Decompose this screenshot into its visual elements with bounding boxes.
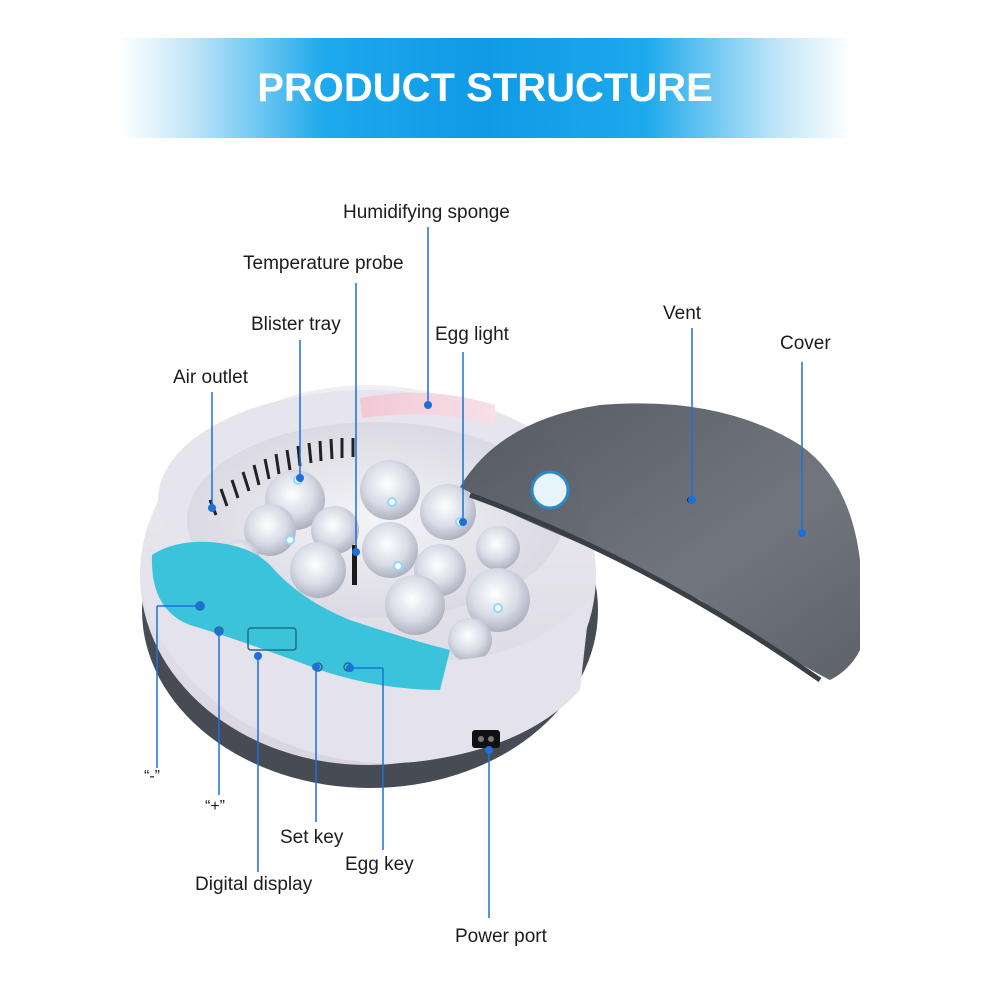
leader-lines (156, 227, 806, 918)
label-minus-key: “-” (144, 768, 160, 785)
cover-logo-icon (530, 470, 570, 510)
digital-display-screen (247, 627, 297, 651)
label-air-outlet: Air outlet (173, 367, 248, 388)
incubator-cover (460, 403, 860, 683)
label-egg-key: Egg key (345, 854, 414, 875)
label-set-key: Set key (280, 827, 344, 848)
label-humidifying-sponge: Humidifying sponge (343, 202, 510, 223)
page-title: PRODUCT STRUCTURE (257, 65, 713, 110)
label-power-port: Power port (455, 926, 547, 947)
title-banner: PRODUCT STRUCTURE (120, 38, 850, 138)
label-cover: Cover (780, 333, 831, 354)
blister-tray (187, 422, 563, 618)
label-temperature-probe: Temperature probe (243, 253, 404, 274)
front-shell (140, 545, 590, 764)
label-blister-tray: Blister tray (251, 314, 341, 335)
label-plus-key: “+” (205, 798, 225, 815)
label-vent: Vent (663, 303, 702, 324)
temperature-probe (352, 545, 357, 585)
power-port (472, 730, 500, 748)
label-digital-display: Digital display (195, 874, 313, 895)
label-egg-light: Egg light (435, 324, 509, 345)
